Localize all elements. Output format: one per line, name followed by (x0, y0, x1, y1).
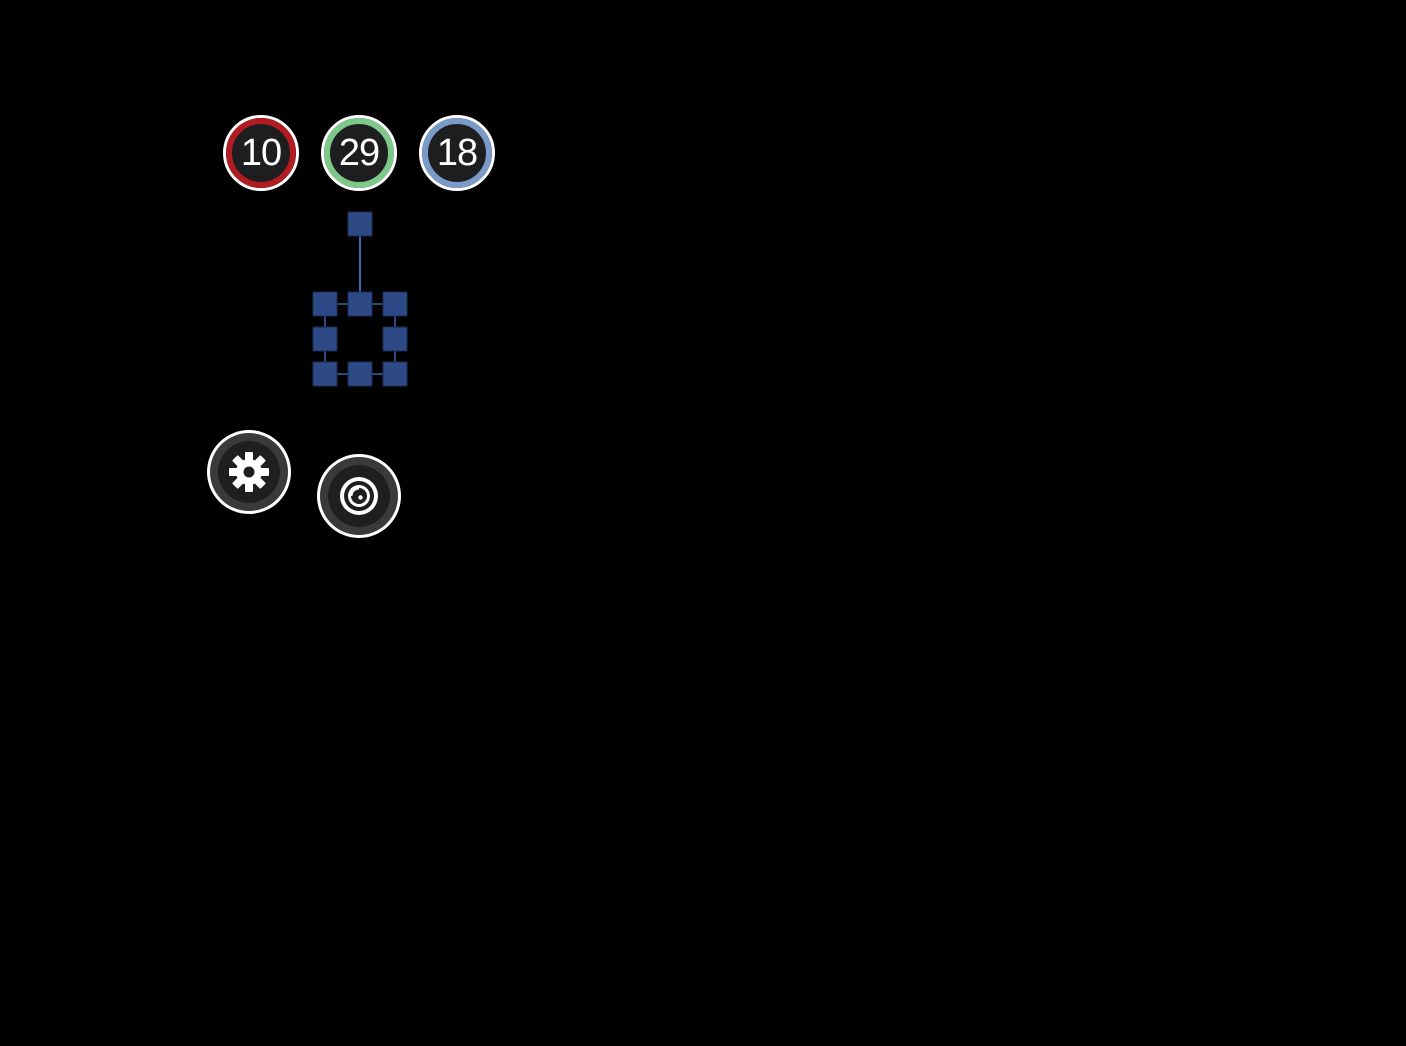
blue-counter[interactable]: 18 (419, 115, 495, 191)
handle-middle-right[interactable] (382, 326, 408, 352)
rotate-handle[interactable] (347, 211, 373, 237)
lens-icon (340, 477, 378, 515)
camera-button-inner (328, 465, 390, 527)
handle-top-left[interactable] (312, 291, 338, 317)
selection-box[interactable] (300, 200, 420, 400)
camera-button[interactable] (317, 454, 401, 538)
red-counter[interactable]: 10 (223, 115, 299, 191)
handle-bottom-left[interactable] (312, 361, 338, 387)
settings-button[interactable] (207, 430, 291, 514)
selection-handles (312, 211, 408, 387)
green-counter[interactable]: 29 (321, 115, 397, 191)
red-counter-ring: 10 (226, 118, 296, 188)
handle-bottom-right[interactable] (382, 361, 408, 387)
green-counter-value: 29 (338, 132, 380, 174)
gear-icon (229, 452, 269, 492)
blue-counter-value: 18 (436, 132, 478, 174)
handle-bottom-center[interactable] (347, 361, 373, 387)
green-counter-ring: 29 (324, 118, 394, 188)
settings-button-inner (218, 441, 280, 503)
handle-middle-left[interactable] (312, 326, 338, 352)
red-counter-value: 10 (240, 132, 282, 174)
blue-counter-ring: 18 (422, 118, 492, 188)
handle-top-right[interactable] (382, 291, 408, 317)
handle-top-center[interactable] (347, 291, 373, 317)
